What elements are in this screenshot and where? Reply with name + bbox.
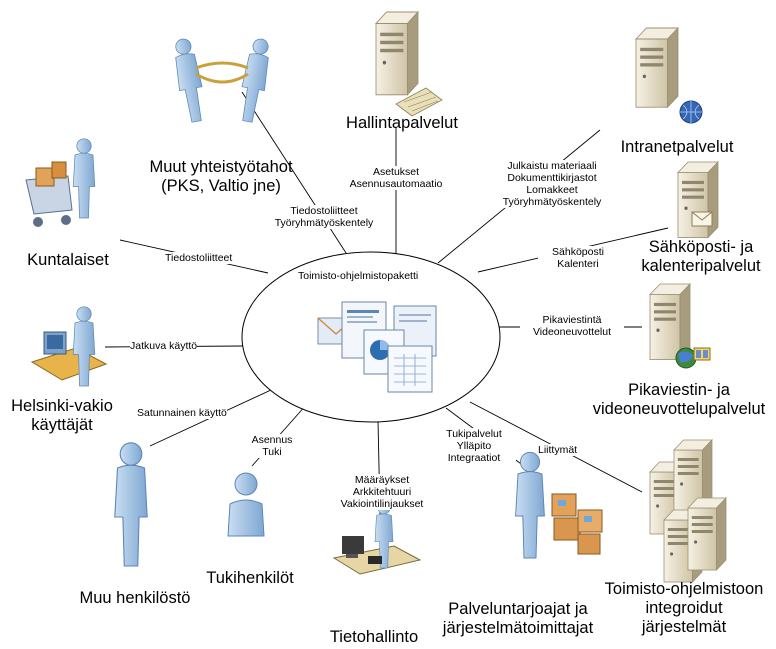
node-integroidut-line2: integroidut	[645, 598, 723, 617]
edge-label-tukihenkilot-2: Tuki	[262, 446, 282, 459]
edge-label-hallinta: Asetukset Asennusautomaatio	[346, 166, 446, 191]
node-palveluntarjoajat: Palveluntarjoajat ja järjestelmätoimitta…	[412, 600, 624, 638]
node-pikaviestin-line2: videoneuvottelupalvelut	[592, 399, 766, 418]
node-muu-henkilosto: Muu henkilöstö	[79, 589, 191, 607]
edge-label-pikaviestin: Pikaviestintä Videoneuvottelut	[520, 314, 624, 339]
person-bust-icon	[227, 472, 265, 537]
node-integroidut: Toimisto-ohjelmistoon integroidut järjes…	[592, 580, 776, 637]
server-with-keyboard-icon	[375, 11, 443, 117]
center-title: Toimisto-ohjelmistopaketti	[298, 270, 419, 283]
edge-label-muu-henkilosto: Satunnainen käyttö	[137, 407, 227, 420]
edge-label-sahkoposti-1: Sähköposti	[552, 246, 604, 258]
edge-label-tukihenkilot: Asennus Tuki	[246, 434, 298, 459]
edge-label-intranet-3: Lomakkeet	[526, 184, 578, 197]
person-at-desk-icon	[332, 501, 422, 575]
node-intranetpalvelut: Intranetpalvelut	[620, 138, 734, 156]
edge-label-intranet-4: Työryhmätyöskentely	[502, 196, 602, 209]
node-palveluntarjoajat-line2: järjestelmätoimittajat	[442, 618, 594, 637]
edge-label-integroidut: Liittymät	[538, 444, 578, 457]
edge-label-intranet: Julkaistu materiaali Dokumenttikirjastot…	[490, 160, 614, 209]
edge-label-palveluntarjoajat-3: Integraatiot	[447, 452, 501, 465]
edge-label-pikaviestin-2: Videoneuvottelut	[532, 326, 612, 339]
node-pikaviestin-line1: Pikaviestin- ja	[628, 381, 730, 399]
node-muut-line2: (PKS, Valtio jne)	[161, 176, 281, 195]
edge-label-intranet-2: Dokumenttikirjastot	[507, 172, 597, 185]
edge-label-muut: Tiedostoliitteet Työryhmätyöskentely	[262, 205, 386, 230]
node-sahkoposti-line2: kalenteripalvelut	[641, 256, 761, 275]
edge-label-muut-1: Tiedostoliitteet	[290, 205, 358, 217]
edge-label-sahkoposti: Sähköposti Kalenteri	[538, 246, 618, 271]
edge-label-intranet-1: Julkaistu materiaali	[507, 160, 597, 172]
node-pikaviestin: Pikaviestin- ja videoneuvottelupalvelut	[584, 381, 774, 419]
node-tukihenkilot: Tukihenkilöt	[206, 569, 294, 587]
node-helsinki-line2: käyttäjät	[31, 415, 93, 434]
edge-label-tietohallinto: Määräykset Arkkitehtuuri Vakiointilinjau…	[326, 474, 438, 511]
node-integroidut-line1: Toimisto-ohjelmistoon	[604, 580, 764, 598]
edge-label-hallinta-2: Asennusautomaatio	[349, 178, 443, 191]
edge-label-tietohallinto-3: Vakiointilinjaukset	[340, 498, 424, 511]
edge-label-kuntalaiset: Tiedostoliitteet	[165, 252, 233, 265]
edge-label-helsinki: Jatkuva käyttö	[130, 340, 198, 353]
edge-label-palveluntarjoajat: Tukipalvelut Ylläpito Integraatiot	[432, 428, 516, 465]
person-at-computer-icon	[30, 306, 108, 387]
shopping-cart-icon	[25, 138, 96, 227]
person-with-boxes-icon	[515, 451, 603, 559]
node-tietohallinto: Tietohallinto	[329, 628, 419, 646]
server-globe-icon	[635, 27, 703, 124]
server-mail-icon	[677, 161, 719, 239]
server-cluster-icon	[649, 439, 727, 583]
office-documents-icon	[317, 301, 437, 393]
standing-person-icon	[114, 442, 148, 567]
node-integroidut-line3: järjestelmät	[641, 617, 727, 636]
server-globe-video-icon	[649, 283, 711, 369]
edge-label-palveluntarjoajat-2: Ylläpito	[456, 440, 492, 453]
node-helsinki-line1: Helsinki-vakio	[11, 397, 113, 415]
node-kuntalaiset: Kuntalaiset	[27, 251, 109, 269]
edge-label-muut-2: Työryhmätyöskentely	[274, 217, 374, 230]
edge-label-sahkoposti-2: Kalenteri	[557, 258, 599, 271]
node-muut-line1: Muut yhteistyötahot	[149, 158, 293, 176]
node-palveluntarjoajat-line1: Palveluntarjoajat ja	[448, 600, 588, 618]
edge-label-palveluntarjoajat-1: Tukipalvelut	[446, 428, 502, 440]
edge-label-hallinta-1: Asetukset	[372, 166, 420, 178]
node-muut-yhteistyotahot: Muut yhteistyötahot (PKS, Valtio jne)	[128, 158, 314, 196]
node-helsinki-vakio: Helsinki-vakio käyttäjät	[0, 397, 124, 435]
node-sahkoposti: Sähköposti- ja kalenteripalvelut	[626, 238, 776, 276]
edge-label-tietohallinto-2: Arkkitehtuuri	[352, 486, 412, 499]
node-sahkoposti-line1: Sähköposti- ja	[648, 238, 754, 256]
tug-of-war-icon	[170, 36, 274, 124]
edge-label-pikaviestin-1: Pikaviestintä	[542, 314, 602, 326]
edge-label-tietohallinto-1: Määräykset	[354, 474, 410, 486]
edge-label-tukihenkilot-1: Asennus	[251, 434, 293, 446]
node-hallintapalvelut: Hallintapalvelut	[346, 114, 458, 132]
